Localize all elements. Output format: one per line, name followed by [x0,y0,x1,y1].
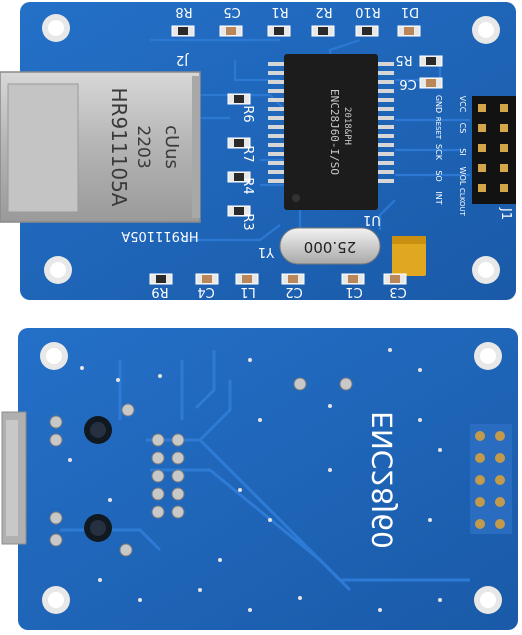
ref-c2: C2 [285,284,302,299]
rj45-jack: HR911105A 2203 cUus [0,71,201,223]
pin-label-reset: RESET [434,117,442,140]
ref-c4: C4 [197,284,214,299]
ref-c6: C6 [399,76,416,91]
mounting-holes-bottom [40,342,502,614]
ref-d1: D1 [401,4,419,19]
ref-r7: R7 [240,145,255,162]
solder-joints-jack [151,433,185,519]
smd-components [149,25,443,285]
rj45-shell-back [1,411,27,545]
ref-r3: R3 [240,213,255,230]
ref-r6: R6 [240,105,255,122]
ref-r2: R2 [315,4,332,19]
header-j1 [472,96,516,204]
pin-label-gnd: GND [434,95,443,113]
ref-c5: C5 [223,4,240,19]
bottom-pcb [18,328,518,630]
ref-j1: J1 [498,207,513,220]
ref-j2: J2 [176,52,189,67]
pin-label-sck: SCK [434,144,443,161]
header-holes-bottom [470,424,512,534]
ref-r8: R8 [175,4,192,19]
enc28j60-chip: ENC28J60-I/SO 2018&PH [268,54,394,210]
chip-part-number: ENC28J60-I/SO [328,89,341,175]
bottom-board: ENC28J60 [1,328,518,630]
pin-label-clkout: CLKOUT [458,188,466,217]
ref-u1: U1 [363,212,381,227]
top-board: HR911105A 2203 cUus HR911105A [0,2,516,300]
pin-label-wol: WOL [458,167,467,186]
chip-date-code: 2018&PH [342,107,352,145]
tantalum-capacitor [392,236,426,276]
ref-r1: R1 [271,4,288,19]
jack-cert-mark: cUus [161,125,182,169]
ref-r4: R4 [240,177,255,194]
solder-joints-left [49,403,135,557]
chip-pins-left [268,62,286,183]
pin-label-si: SI [458,148,467,155]
jack-date-text: 2203 [133,125,153,168]
ref-c1: C1 [345,284,362,299]
bottom-board-marking: ENC28J60 [366,411,399,549]
pin-label-cs: CS [458,123,467,134]
chip-pins-right [376,62,394,183]
silkscreen-refs: R8 C5 R1 R2 R10 D1 R5 C6 J2 R6 R7 R4 R3 … [151,4,513,299]
solder-joints-center [293,377,353,391]
ref-l1: L1 [240,284,256,299]
crystal-oscillator: 25.000 [279,227,381,265]
ref-c3: C3 [389,284,406,299]
ref-r9: R9 [151,284,168,299]
jack-silk-label: HR911105A [121,228,198,243]
ref-r10: R10 [355,4,381,19]
header-pin-labels: VCC GND CS RESET SI SCK SO WOL INT CLKOU… [434,95,467,217]
pin-label-int: INT [434,191,443,204]
ref-r5: R5 [395,52,412,67]
jack-model-text: HR911105A [107,88,131,207]
vias-bottom [68,348,442,612]
pin-label-so: SO [434,170,443,181]
ref-y1: Y1 [258,244,275,259]
pin-label-vcc: VCC [458,96,467,113]
crystal-frequency: 25.000 [304,238,357,256]
mounting-holes-top [42,14,500,284]
